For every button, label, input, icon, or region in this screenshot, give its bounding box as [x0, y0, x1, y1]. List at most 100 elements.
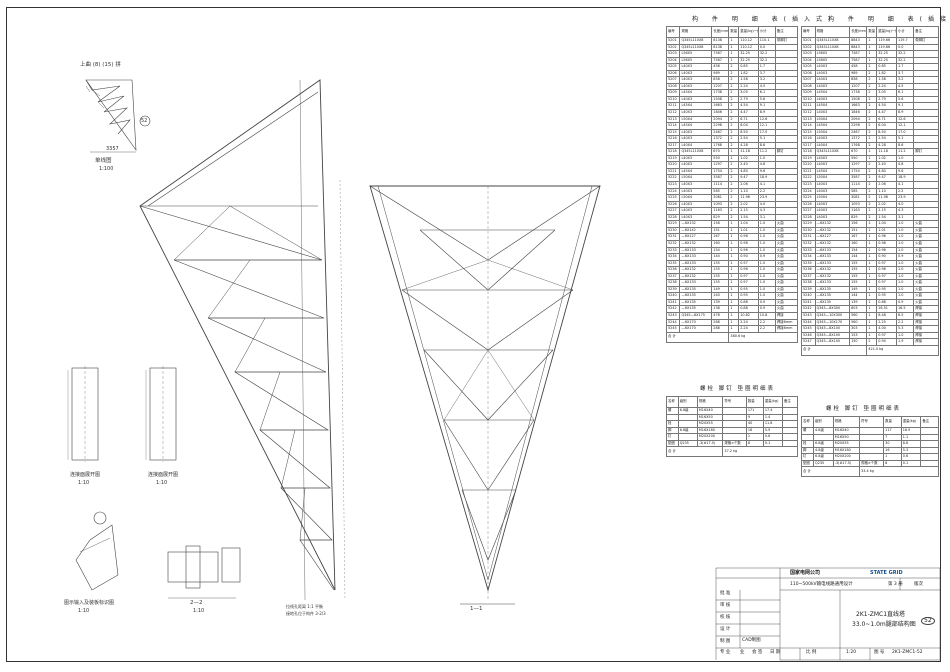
- table-cell: 1.0: [895, 239, 915, 248]
- detail-3-title: 图示输入及装板标识图: [64, 600, 115, 606]
- table-cell: 5233: [665, 246, 681, 255]
- brand-name: STATE GRID: [870, 570, 903, 576]
- table-cell: 火曲: [913, 233, 939, 241]
- table-cell: 火曲: [774, 220, 799, 228]
- table-cell: 2467: [849, 128, 868, 137]
- table-cell: 脚钉: [913, 148, 939, 156]
- table-cell: 5214: [665, 122, 681, 130]
- detail-2: [145, 366, 177, 462]
- single-line-title: 单线图: [95, 158, 112, 164]
- table-cell: 12.1: [757, 122, 776, 130]
- table-cell: 550: [711, 154, 730, 163]
- scale-value: 1:20: [846, 650, 857, 655]
- table-header-cell: 规格: [696, 396, 724, 408]
- table-cell: 2.2: [895, 187, 915, 196]
- table-cell: [913, 141, 939, 150]
- table-cell: 154: [849, 246, 868, 255]
- total-value: 380.6 kg: [728, 331, 798, 343]
- table-header-cell: 重量(kg)一件: [738, 26, 759, 38]
- table-cell: 2298: [849, 122, 868, 130]
- table-header-cell: 名称: [800, 416, 815, 428]
- single-line-diagram: [85, 79, 151, 153]
- table-cell: 11.2: [895, 148, 915, 156]
- table-cell: 5.1: [757, 135, 776, 143]
- drawing-name-1: 2K1-ZMC1直线塔: [856, 611, 906, 618]
- table-cell: 5218: [665, 148, 681, 156]
- table-cell: 4.0: [757, 200, 776, 209]
- table-cell: 18.9: [895, 174, 915, 182]
- table-cell: 1754: [711, 167, 730, 176]
- table-cell: 5231: [665, 233, 681, 241]
- table-cell: 火曲: [913, 239, 939, 248]
- table-cell: 5223: [665, 181, 681, 189]
- total-label: 合 计: [800, 344, 868, 356]
- table-cell: 156: [711, 220, 730, 228]
- table-cell: 670: [711, 148, 730, 156]
- table-cell: [913, 161, 939, 169]
- table-cell: 1372: [849, 135, 868, 143]
- table-cell: 5216: [665, 135, 681, 143]
- table-cell: 1.0: [895, 154, 915, 163]
- table-cell: 1.0: [895, 226, 915, 235]
- table-cell: 1.0: [895, 233, 915, 241]
- table-cell: [913, 167, 939, 176]
- table-cell: [913, 128, 939, 137]
- table-cell: 1093: [711, 200, 730, 209]
- table-header-cell: 规格: [832, 416, 861, 428]
- leg-number-label: 52: [141, 118, 148, 124]
- table-cell: [774, 141, 799, 150]
- table-cell: 585: [849, 187, 868, 196]
- table-cell: 160: [711, 239, 730, 248]
- project-name: 110~500kV输电线路通用设计: [790, 582, 853, 587]
- table-cell: 1.0: [895, 220, 915, 228]
- total-label: 合 计: [665, 331, 730, 343]
- bottom-note-2: 接地孔位于构件 3-2/3: [286, 611, 326, 616]
- table-cell: 2.2: [757, 187, 776, 196]
- title-block-grid: [715, 567, 941, 661]
- table-cell: 2298: [711, 122, 730, 130]
- table-cell: 17.0: [895, 128, 915, 137]
- table-cell: 1297: [711, 161, 730, 169]
- table-header-cell: 规格: [679, 26, 713, 38]
- title-block-row-label: 校 核: [720, 615, 731, 620]
- cad-label: CAD制图: [742, 638, 761, 643]
- table-header-cell: 备注: [782, 396, 798, 408]
- table-cell: [913, 194, 939, 202]
- table-cell: 火曲: [913, 226, 939, 235]
- upper-label: 上曲 (8) (15) 拼: [80, 62, 121, 68]
- bottom-cell-2: 业: [740, 650, 745, 655]
- table-header-cell: 数量: [745, 396, 764, 408]
- detail-2-title: 连接面展开图: [148, 472, 179, 478]
- table-cell: 12.1: [895, 122, 915, 130]
